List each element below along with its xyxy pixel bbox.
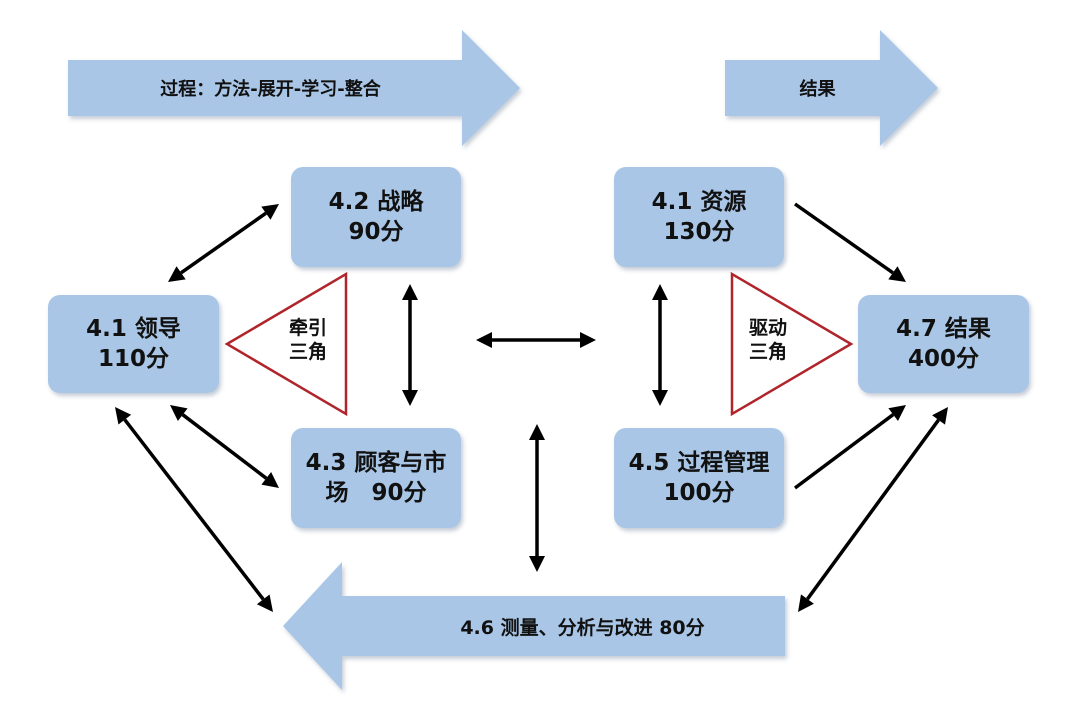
- customer-score: 场 90分: [325, 480, 427, 506]
- connector-leadership-customer-head-start: [170, 405, 188, 422]
- connector-resources-results-head-end: [888, 266, 906, 282]
- driving-triangle-line1: 驱动: [748, 317, 787, 339]
- connector-process-results-head-end: [888, 405, 906, 421]
- connector-leadership-measure-head-start: [115, 407, 132, 425]
- process-mgmt-score: 100分: [663, 480, 735, 506]
- results-title: 4.7 结果: [896, 316, 991, 342]
- strategy-box: 4.2 战略 90分: [291, 167, 461, 267]
- process-mgmt-box: 4.5 过程管理 100分: [614, 428, 784, 528]
- connector-measure-results-head-start: [798, 594, 814, 612]
- strategy-title: 4.2 战略: [328, 189, 424, 215]
- connector-leadership-customer: [181, 413, 268, 480]
- customer-title: 4.3 顾客与市: [305, 450, 447, 476]
- connector-process-results: [793, 413, 895, 490]
- customer-box: 4.3 顾客与市 场 90分: [291, 428, 461, 528]
- connector-group: [115, 202, 948, 612]
- connector-center-vertical-head-end: [529, 556, 545, 572]
- measure-arrow-shape: [283, 562, 785, 690]
- resources-title: 4.1 资源: [651, 189, 747, 215]
- connector-leadership-measure-head-end: [256, 594, 273, 612]
- connector-center-horizontal-head-end: [580, 332, 596, 348]
- leading-triangle: [224, 271, 348, 417]
- strategy-score: 90分: [348, 219, 404, 245]
- resources-box: 4.1 资源 130分: [614, 167, 784, 267]
- process-arrow-shape: [68, 30, 520, 146]
- resources-score: 130分: [663, 219, 735, 245]
- leadership-title: 4.1 领导: [86, 316, 181, 342]
- process-arrow-label: 过程：方法-展开-学习-整合: [160, 79, 381, 100]
- results-score: 400分: [907, 346, 979, 372]
- connector-leadership-strategy: [180, 211, 267, 275]
- result-arrow-label: 结果: [799, 79, 836, 100]
- connector-leadership-strategy-head-start: [168, 266, 186, 282]
- connector-leadership-customer-head-end: [261, 471, 279, 488]
- driving-triangle-line2: 三角: [748, 341, 787, 363]
- connector-center-horizontal-head-start: [476, 332, 492, 348]
- connector-leadership-measure: [123, 418, 265, 601]
- connector-center-vertical-head-start: [529, 424, 545, 440]
- connector-resources-process-head-start: [652, 284, 668, 300]
- result-arrow-shape: [725, 30, 938, 146]
- measure-arrow-label: 4.6 测量、分析与改进 80分: [460, 616, 705, 639]
- results-box: 4.7 结果 400分: [858, 295, 1029, 393]
- connector-strategy-customer-head-start: [402, 284, 418, 300]
- leading-triangle-label: 牵引 三角: [276, 310, 340, 370]
- leadership-score: 110分: [97, 346, 169, 372]
- process-mgmt-title: 4.5 过程管理: [628, 450, 770, 476]
- leadership-box: 4.1 领导 110分: [48, 295, 219, 393]
- connector-strategy-customer-head-end: [402, 390, 418, 406]
- connector-leadership-strategy-head-end: [261, 204, 279, 220]
- connector-measure-results-head-end: [932, 407, 948, 425]
- connector-measure-results: [806, 418, 940, 601]
- leading-triangle-line1: 牵引: [288, 317, 327, 339]
- connector-resources-results: [793, 202, 894, 275]
- driving-triangle-label: 驱动 三角: [736, 310, 800, 370]
- connector-resources-process-head-end: [652, 390, 668, 406]
- leading-triangle-line2: 三角: [288, 341, 327, 363]
- driving-triangle: [730, 271, 854, 417]
